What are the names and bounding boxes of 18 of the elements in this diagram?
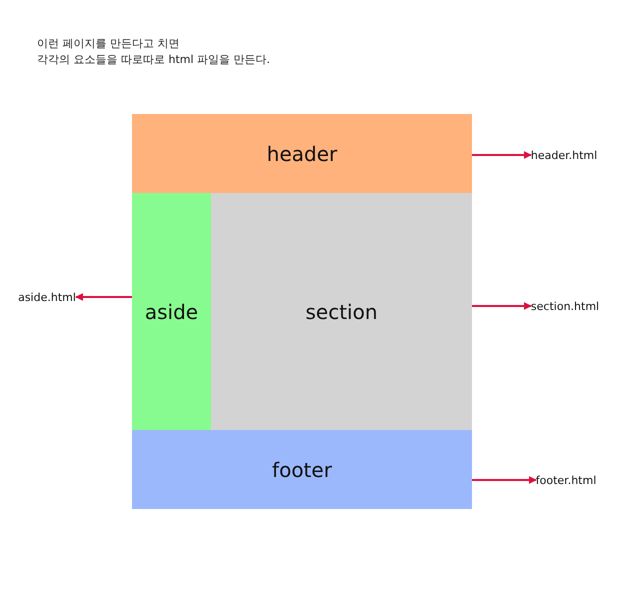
layout-region (132, 193, 211, 430)
file-name: section.html (530, 300, 600, 312)
file-name: header.html (530, 148, 598, 162)
arrow (472, 151, 532, 159)
arrow (75, 293, 132, 301)
layout-region (211, 193, 472, 430)
region-label: section (305, 300, 378, 324)
file-name: aside.html (18, 290, 76, 304)
arrow (472, 302, 532, 310)
layout-region (132, 430, 472, 509)
region-label: footer (272, 458, 332, 482)
note-text: 이런 페이지를 만든다고 치면 (37, 36, 180, 51)
note-text: 각각의 요소들을 따로따로 html 파일을 만든다. (37, 52, 270, 67)
arrow (472, 476, 537, 484)
layout-region (132, 114, 472, 193)
region-label: header (266, 142, 338, 166)
region-label: aside (144, 300, 198, 324)
file-name: footer.html (536, 474, 596, 486)
